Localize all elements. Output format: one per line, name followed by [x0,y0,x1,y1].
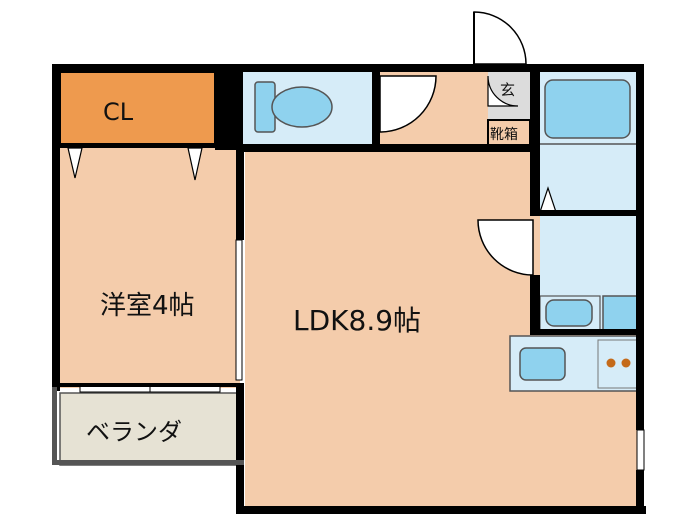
balcony-floor [59,392,239,466]
wall [236,506,646,514]
stove-area [597,339,639,389]
wall [236,144,534,152]
stove-burner-icon [606,358,616,368]
entrance-door-swing [473,11,527,65]
western-room-label: 洋室4帖 [100,291,195,321]
wall [215,64,243,150]
wall [236,383,244,513]
wall [530,64,540,210]
entrance-label: 玄 [500,81,515,99]
wall [52,460,244,465]
shoe-box [487,119,531,147]
washroom-door-swing [477,219,534,276]
wall [636,64,644,430]
wall [636,470,644,514]
closet-floor [59,71,216,145]
bathtub-icon [544,79,631,139]
toilet-bowl-icon [271,86,333,128]
wall [372,64,380,150]
washbasin-icon [545,299,593,327]
western-room-floor [60,148,240,388]
shoe-box-label: 靴箱 [490,127,518,143]
wall [530,329,642,335]
wall [52,64,60,391]
ldk-window-icon [636,429,645,471]
closet-label: CL [103,98,134,126]
ldk-label: LDK8.9帖 [293,304,421,337]
toilet-door-swing [379,75,437,133]
wall [60,144,215,148]
kitchen-sink-icon [519,347,566,381]
wall [52,387,57,465]
wall [530,210,642,216]
wall [52,64,642,72]
wall [52,383,244,387]
sliding-door-icon [235,239,243,381]
balcony-label: ベランダ [86,418,182,446]
washing-machine-pan [602,295,639,331]
wall [236,144,244,240]
stove-burner-icon [621,358,631,368]
wall [530,275,540,335]
genkan-door-swing [487,75,519,107]
